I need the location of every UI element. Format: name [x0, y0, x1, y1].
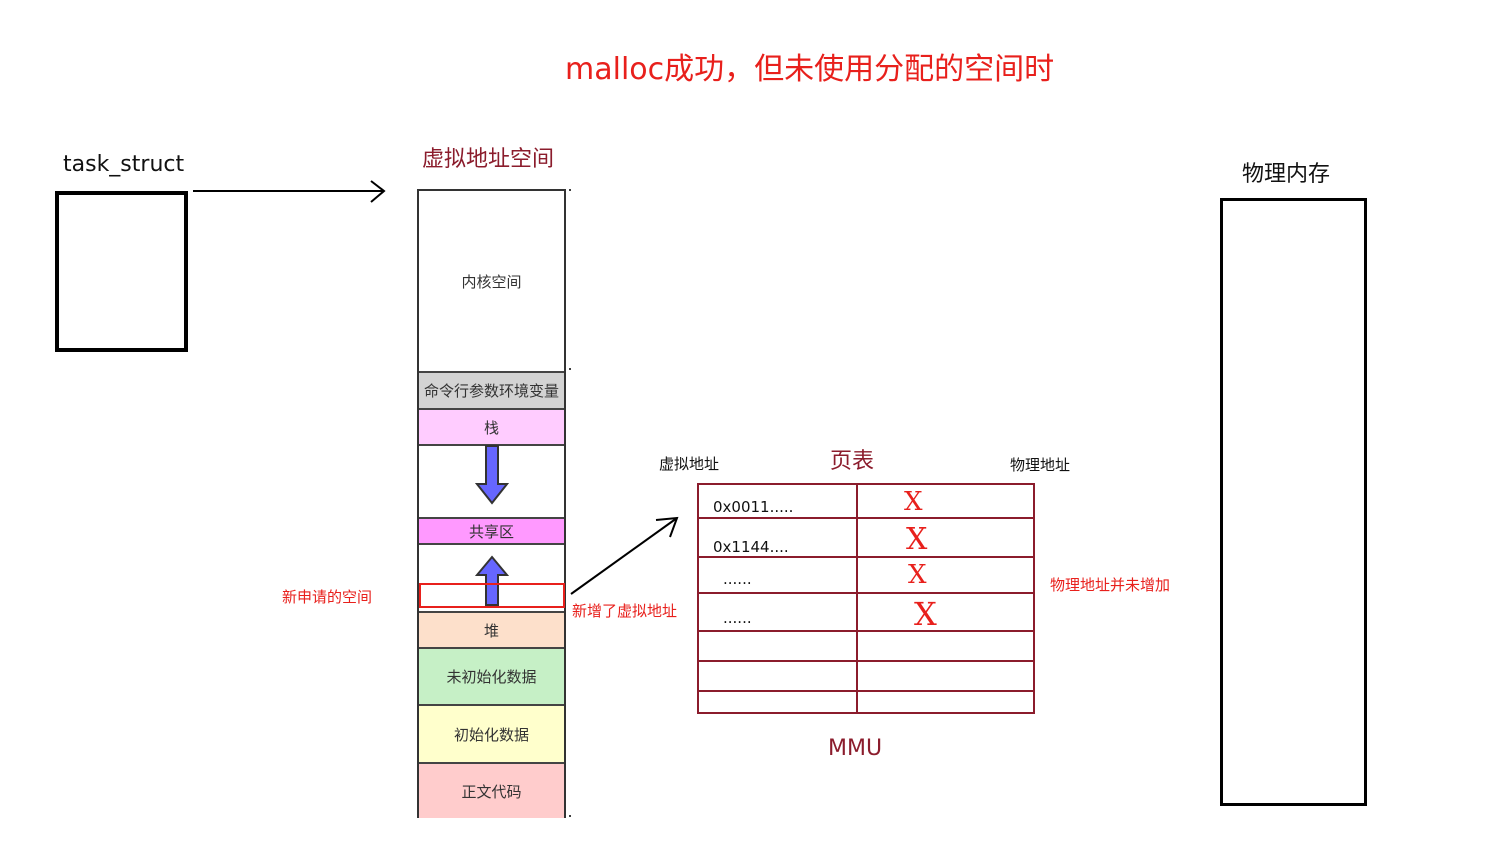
- segment-stack: 栈: [419, 408, 564, 444]
- pt-paddr-header: 物理地址: [1010, 456, 1071, 474]
- task-struct-arrow-icon: [193, 180, 386, 203]
- phys-mem-box: [1220, 198, 1367, 806]
- pt-column-divider: [856, 485, 858, 712]
- invalid-mark-icon: X: [904, 487, 923, 517]
- segment-bss-label: 未初始化数据: [446, 668, 537, 686]
- diagram-title: malloc成功，但未使用分配的空间时: [565, 52, 1055, 87]
- segment-shared: 共享区: [419, 517, 564, 543]
- pt-row-divider: [699, 630, 1033, 632]
- segment-stack-label: 栈: [483, 418, 499, 437]
- segment-cmdline-env: 命令行参数环境变量: [419, 371, 564, 408]
- pt-vaddr-cell: 0x1144....: [713, 538, 789, 556]
- invalid-mark-icon: X: [908, 560, 927, 590]
- segment-cmdline-env-label: 命令行参数环境变量: [423, 382, 559, 400]
- pt-vaddr-cell: ......: [723, 609, 752, 627]
- new-space-label: 新申请的空间: [282, 588, 373, 606]
- task-struct-box: [55, 191, 188, 352]
- segment-heap-label: 堆: [483, 621, 499, 640]
- pt-vaddr-cell: ......: [723, 570, 752, 588]
- phys-mem-label: 物理内存: [1242, 162, 1331, 187]
- segment-kernel-label: 内核空间: [461, 272, 522, 291]
- stack-grow-down-arrow-icon: [475, 445, 509, 505]
- pt-row-divider: [699, 690, 1033, 692]
- task-struct-label: task_struct: [63, 152, 185, 177]
- heap-grow-up-arrow-icon: [475, 555, 509, 606]
- segment-data: 初始化数据: [419, 704, 564, 762]
- page-table-title: 页表: [830, 449, 875, 474]
- pt-vaddr-header: 虚拟地址: [659, 455, 720, 473]
- segment-heap: 堆: [419, 611, 564, 647]
- pt-row-divider: [699, 660, 1033, 662]
- segment-bss: 未初始化数据: [419, 647, 564, 704]
- pt-row-divider: [699, 592, 1033, 594]
- page-table: 0x0011..... 0x1144.... ...... ...... X X…: [697, 483, 1035, 714]
- segment-kernel: 内核空间: [419, 191, 564, 371]
- segment-text: 正文代码: [419, 762, 564, 818]
- new-space-box: [419, 583, 565, 608]
- vas-title: 虚拟地址空间: [422, 147, 555, 172]
- segment-shared-label: 共享区: [468, 522, 514, 541]
- segment-text-label: 正文代码: [461, 782, 522, 801]
- invalid-mark-icon: X: [914, 595, 937, 633]
- new-vaddr-label: 新增了虚拟地址: [572, 602, 678, 620]
- mmu-label: MMU: [828, 736, 883, 761]
- pt-row-divider: [699, 556, 1033, 558]
- invalid-mark-icon: X: [906, 522, 928, 557]
- phys-not-increased-label: 物理地址并未增加: [1050, 576, 1171, 594]
- new-vaddr-arrow-icon: [570, 516, 679, 595]
- pt-row-divider: [699, 517, 1033, 519]
- vas-dot-markers: [569, 189, 571, 817]
- segment-data-label: 初始化数据: [453, 725, 529, 744]
- pt-vaddr-cell: 0x0011.....: [713, 498, 794, 516]
